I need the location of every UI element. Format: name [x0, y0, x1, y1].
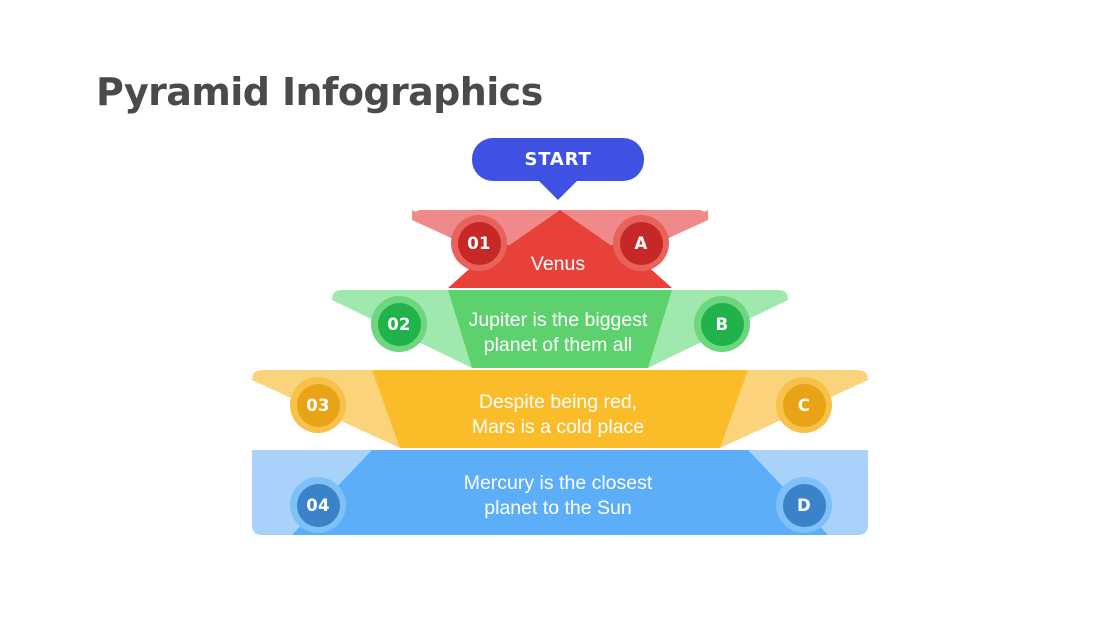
start-badge-tail-icon	[536, 178, 580, 200]
level-1-number-badge[interactable]: 01	[451, 215, 507, 271]
level-2-number-label: 02	[377, 302, 421, 346]
level-3-dark-plate	[372, 370, 748, 448]
pyramid-level-4[interactable]	[252, 450, 868, 535]
level-1-letter-badge[interactable]: A	[613, 215, 669, 271]
start-badge[interactable]: START	[472, 138, 644, 181]
level-2-letter-badge[interactable]: B	[694, 296, 750, 352]
level-4-letter-badge[interactable]: D	[776, 477, 832, 533]
level-1-letter-label: A	[619, 221, 663, 265]
level-4-letter-label: D	[782, 483, 826, 527]
level-1-number-label: 01	[457, 221, 501, 265]
pyramid-level-2[interactable]	[332, 290, 788, 368]
level-2-text: Jupiter is the biggest planet of them al…	[468, 309, 648, 356]
level-3-number-label: 03	[296, 383, 340, 427]
page-title: Pyramid Infographics	[96, 70, 543, 114]
level-2-letter-label: B	[700, 302, 744, 346]
level-4-text: Mercury is the closest planet to the Sun	[463, 472, 653, 519]
level-2-dark-plate	[448, 290, 672, 368]
level-2-number-badge[interactable]: 02	[371, 296, 427, 352]
pyramid-level-3[interactable]	[252, 370, 868, 448]
level-3-text: Despite being red, Mars is a cold place	[471, 391, 645, 438]
level-1-text: Venus	[530, 253, 586, 275]
level-3-letter-badge[interactable]: C	[776, 377, 832, 433]
level-4-number-label: 04	[296, 483, 340, 527]
level-4-dark-plate-trim	[334, 450, 786, 490]
level-3-number-badge[interactable]: 03	[290, 377, 346, 433]
level-3-letter-label: C	[782, 383, 826, 427]
start-badge-label: START	[524, 149, 592, 170]
level-4-number-badge[interactable]: 04	[290, 477, 346, 533]
